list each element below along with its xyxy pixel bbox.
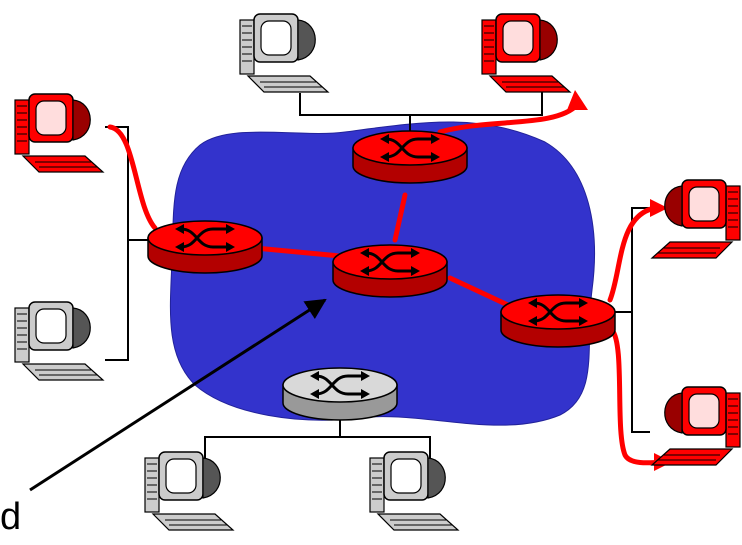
router-bottom-icon xyxy=(282,367,398,421)
router-left-icon xyxy=(147,220,263,274)
host-left-lower-icon xyxy=(14,301,105,381)
active-path xyxy=(107,102,668,466)
caption-text: d xyxy=(0,496,22,538)
arrow-head-right-upper xyxy=(650,199,668,217)
router-center-icon xyxy=(332,244,448,298)
router-right-icon xyxy=(500,294,616,348)
pointer-arrow xyxy=(29,298,327,492)
host-bottom-right-icon xyxy=(369,451,460,531)
host-top-left-icon xyxy=(239,13,330,93)
host-top-right-icon xyxy=(481,13,572,93)
lan-wires xyxy=(105,90,650,460)
arrow-head-top-right xyxy=(567,90,588,110)
host-right-upper-icon xyxy=(650,179,741,259)
host-right-lower-icon xyxy=(650,386,741,466)
host-left-upper-icon xyxy=(14,93,105,173)
host-bottom-left-icon xyxy=(144,451,235,531)
router-top-icon xyxy=(352,130,468,184)
